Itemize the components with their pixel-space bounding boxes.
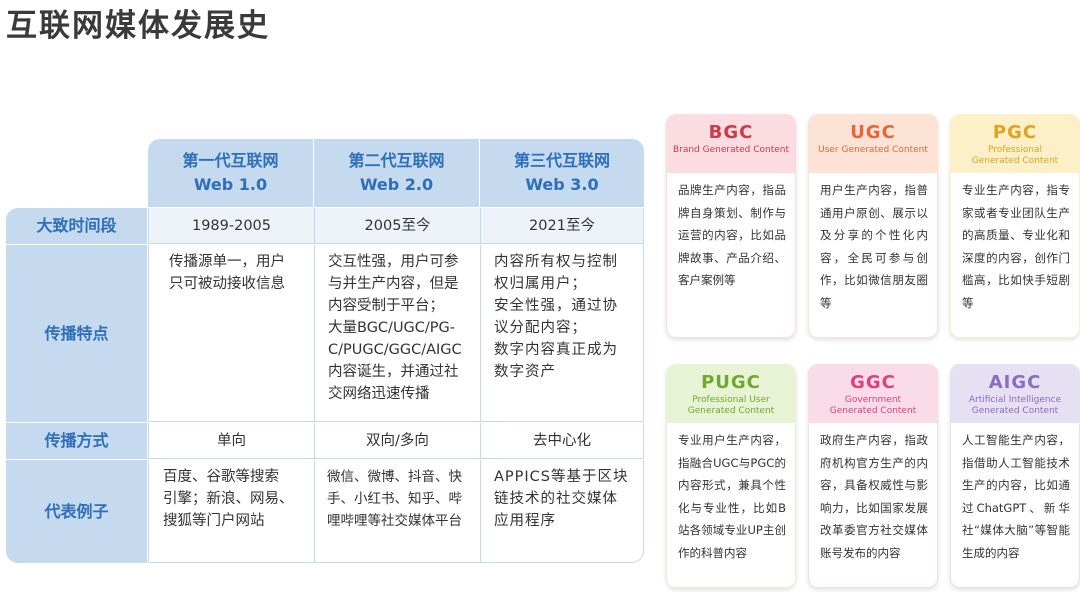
- card-abbr: AIGC: [988, 372, 1042, 393]
- card-english-name: Government Generated Content: [829, 395, 917, 416]
- row-header-examples: 代表例子: [6, 460, 147, 563]
- time-cell-web1: 1989-2005: [148, 208, 314, 244]
- card-description: 专业用户生产内容，指融合UGC与PGC的内容形式，兼具个性化与专业性，比如B站各…: [678, 433, 786, 560]
- card-ggc: GGC Government Generated Content 政府生产内容，…: [808, 364, 938, 588]
- card-description: 政府生产内容，指政府机构官方生产的内容，具备权威性与影响力，比如国家发展改革委官…: [820, 433, 928, 560]
- column-header-title: 第二代互联网: [348, 151, 445, 170]
- card-description: 人工智能生产内容，指借助人工智能技术生产的内容，比如通过ChatGPT、新华社“…: [962, 433, 1070, 560]
- row-header-time-period: 大致时间段: [6, 208, 147, 244]
- column-header-title: 第三代互联网: [513, 151, 610, 170]
- card-abbr: GGC: [850, 372, 896, 393]
- card-bgc: BGC Brand Generated Content 品牌生产内容，指品牌自身…: [666, 114, 796, 338]
- card-description: 品牌生产内容，指品牌自身策划、制作与运营的内容，比如品牌故事、产品介绍、客户案例…: [678, 183, 786, 287]
- column-header-version: Web 1.0: [193, 175, 268, 194]
- card-abbr: UGC: [850, 122, 896, 143]
- examples-cell-web3: APPICS等基于区块 链技术的社交媒体 应用程序: [480, 460, 644, 563]
- column-header-version: Web 3.0: [525, 175, 599, 194]
- card-pugc: PUGC Professional User Generated Content…: [666, 364, 796, 588]
- card-header: PUGC Professional User Generated Content: [667, 365, 795, 423]
- card-english-name: User Generated Content: [818, 145, 928, 155]
- card-abbr: PUGC: [701, 372, 761, 393]
- card-english-name: Brand Generated Content: [672, 145, 790, 155]
- characteristics-cell-web1: 传播源单一，用户 只可被动接收信息: [148, 245, 314, 422]
- examples-cell-web1: 百度、谷歌等搜索 引擎；新浪、网易、 搜狐等门户网站: [148, 460, 314, 563]
- card-header: BGC Brand Generated Content: [667, 115, 795, 173]
- time-cell-web3: 2021至今: [480, 208, 644, 244]
- card-header: AIGC Artificial Intelligence Generated C…: [951, 365, 1079, 423]
- column-header-web3: 第三代互联网 Web 3.0: [480, 139, 644, 207]
- examples-cell-web2: 微信、微博、抖音、快 手、小红书、知乎、哔 哩哔哩等社交媒体平台: [314, 460, 480, 563]
- row-header-mode: 传播方式: [6, 423, 147, 459]
- row-header-characteristics: 传播特点: [6, 245, 147, 422]
- card-pgc: PGC Professional Generated Content 专业生产内…: [950, 114, 1080, 338]
- column-header-web2: 第二代互联网 Web 2.0: [314, 139, 479, 207]
- card-abbr: PGC: [992, 122, 1038, 143]
- characteristics-cell-web3: 内容所有权与控制 权归属用户； 安全性强，通过协 议分配内容； 数字内容真正成为…: [480, 245, 644, 422]
- card-header: PGC Professional Generated Content: [951, 115, 1079, 173]
- card-english-name: Professional Generated Content: [971, 145, 1059, 166]
- card-header: GGC Government Generated Content: [809, 365, 937, 423]
- mode-cell-web1: 单向: [148, 423, 314, 459]
- time-cell-web2: 2005至今: [314, 208, 480, 244]
- mode-cell-web3: 去中心化: [480, 423, 644, 459]
- card-aigc: AIGC Artificial Intelligence Generated C…: [950, 364, 1080, 588]
- card-description: 用户生产内容，指普通用户原创、展示以及分享的个性化内容，全民可参与创作，比如微信…: [820, 183, 928, 310]
- characteristics-cell-web2: 交互性强，用户可参 与并生产内容，但是 内容受制于平台； 大量BGC/UGC/P…: [314, 245, 480, 422]
- column-header-web1: 第一代互联网 Web 1.0: [148, 139, 313, 207]
- media-history-table: 第一代互联网 Web 1.0 第二代互联网 Web 2.0 第三代互联网 Web…: [6, 139, 644, 563]
- page-title: 互联网媒体发展史: [6, 8, 270, 44]
- card-header: UGC User Generated Content: [809, 115, 937, 173]
- card-english-name: Artificial Intelligence Generated Conten…: [968, 395, 1062, 416]
- column-header-version: Web 2.0: [359, 175, 434, 194]
- column-header-title: 第一代互联网: [182, 151, 279, 170]
- card-abbr: BGC: [708, 122, 754, 143]
- card-description: 专业生产内容，指专家或者专业团队生产的高质量、专业化和深度的内容，创作门槛高，比…: [962, 183, 1070, 310]
- card-english-name: Professional User Generated Content: [687, 395, 775, 416]
- card-ugc: UGC User Generated Content 用户生产内容，指普通用户原…: [808, 114, 938, 338]
- mode-cell-web2: 双向/多向: [314, 423, 480, 459]
